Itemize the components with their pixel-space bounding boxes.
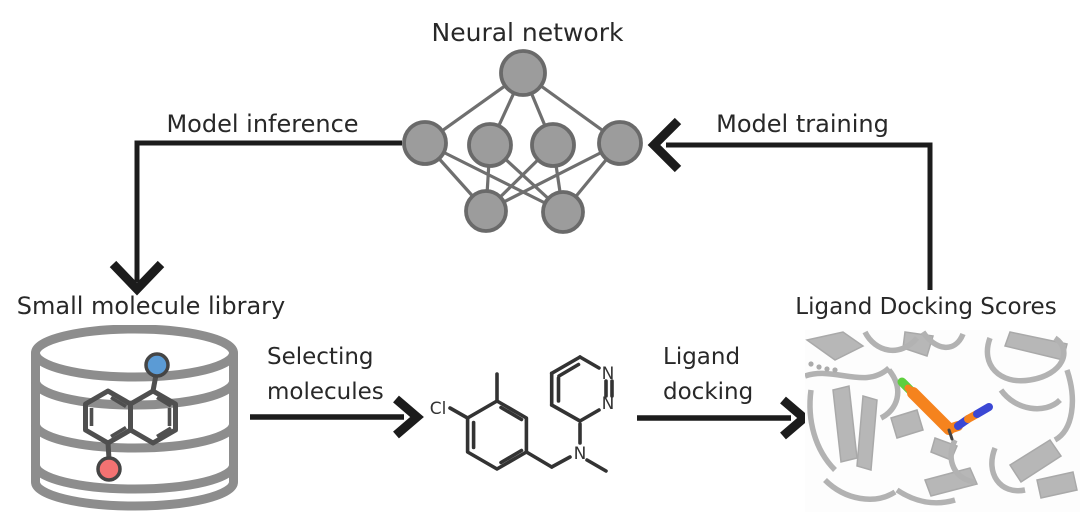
- naphthalene-molecule: [83, 352, 178, 482]
- chemical-structure-icon: Cl N N N: [430, 355, 615, 473]
- ligand-blue-tip: [973, 403, 993, 418]
- model-training-label: Model training: [716, 110, 889, 138]
- ligand-docking-line1: Ligand: [663, 344, 741, 370]
- nn-nodes: [402, 49, 643, 234]
- ligand-dark-stick: [947, 428, 954, 441]
- arrowhead-right-icon: [780, 396, 811, 440]
- model-inference-label: Model inference: [166, 110, 359, 138]
- amine-n-label: N: [574, 444, 587, 464]
- nn-node: [541, 190, 585, 234]
- selecting-molecules-line1: Selecting: [267, 344, 374, 370]
- arrowhead-down-icon: [109, 260, 165, 296]
- small-molecule-library-label: Small molecule library: [16, 292, 286, 320]
- pyridazine-n-top-label: N: [602, 364, 615, 384]
- protein-ribbons: [805, 331, 1078, 499]
- ligand-docking-line2: docking: [663, 379, 754, 405]
- model-inference-arrow: [109, 140, 402, 296]
- blue-atom-dot: [144, 352, 170, 378]
- double-bond-lines: [89, 395, 172, 439]
- nn-node: [499, 49, 547, 97]
- chlorine-bond: [448, 406, 470, 420]
- protein-loops: [805, 330, 1076, 506]
- arrowhead-right-icon: [393, 395, 424, 439]
- ligand-orange-main: [907, 387, 955, 435]
- neural-network-label: Neural network: [431, 18, 624, 47]
- nn-node: [530, 122, 576, 168]
- ligand-docking-label: Ligand docking: [663, 340, 753, 410]
- nn-node: [467, 122, 513, 168]
- amine-linker: [524, 422, 608, 473]
- pyridazine-n-bottom-label: N: [602, 394, 615, 414]
- ligand-docking-arrow: [637, 396, 811, 440]
- nn-node: [597, 120, 643, 166]
- selecting-molecules-arrow: [250, 395, 424, 439]
- nn-node: [464, 189, 508, 233]
- database-cylinder-icon: [31, 325, 238, 511]
- protein-ribbon-image: [805, 330, 1080, 512]
- model-training-arrow: [647, 117, 933, 290]
- protein-dotted-loop: [808, 361, 838, 373]
- selecting-molecules-label: Selecting molecules: [267, 340, 384, 410]
- benzene-ring: [448, 372, 529, 471]
- arrowhead-left-icon: [647, 117, 682, 173]
- database-cylinder: [31, 325, 238, 511]
- selecting-molecules-line2: molecules: [267, 379, 384, 405]
- pyridazine-ring: [549, 355, 614, 423]
- docked-ligand: [897, 377, 993, 441]
- ligand-docking-scores-label: Ligand Docking Scores: [795, 294, 1057, 320]
- nn-node: [402, 120, 448, 166]
- chlorine-atom-label: Cl: [430, 399, 447, 419]
- red-atom-dot: [96, 456, 122, 482]
